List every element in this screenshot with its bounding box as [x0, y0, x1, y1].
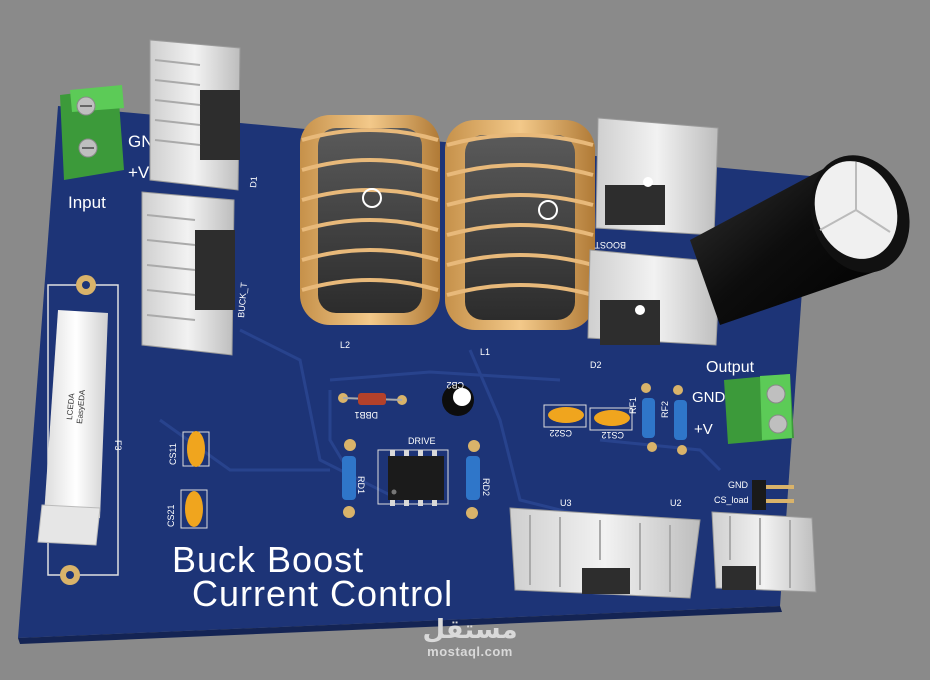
watermark-site: mostaql.com — [427, 644, 513, 659]
heatsink-boost — [595, 117, 719, 236]
u3-label: U3 — [560, 498, 572, 508]
output-terminal-block — [724, 374, 794, 444]
drive-label: DRIVE — [408, 436, 436, 446]
capacitor-cb2 — [442, 384, 474, 416]
resistor-rf1 — [641, 383, 657, 452]
heatsink-d2 — [587, 249, 721, 346]
u2-label: U2 — [670, 498, 682, 508]
d1-label: D1 — [248, 176, 259, 188]
rd2-label: RD2 — [481, 478, 491, 496]
heatsink-d1 — [149, 39, 241, 191]
rf2-label: RF2 — [660, 401, 670, 418]
output-vplus-label: +V — [694, 421, 713, 438]
cs-load-label: CS_load — [714, 495, 749, 505]
dbb1-label: DBB1 — [354, 410, 378, 420]
inductor-l1 — [445, 120, 595, 330]
capacitor-cs11 — [182, 431, 210, 467]
diode-dbb1 — [338, 393, 407, 405]
capacitor-cs22 — [543, 404, 587, 428]
heatsink-u2 — [711, 511, 817, 593]
drive-ic — [377, 449, 449, 506]
fuse-holder — [37, 275, 119, 585]
jumper-gnd-label: GND — [728, 480, 749, 490]
input-terminal-block — [60, 85, 124, 180]
board-title-line2: Current Control — [192, 573, 453, 614]
buck-t-label: BUCK_T — [236, 281, 249, 318]
l1-label: L1 — [480, 347, 490, 357]
boost-label: BOOST — [594, 240, 626, 250]
jumper-cs-load — [752, 480, 794, 510]
rf1-label: RF1 — [628, 397, 638, 414]
output-label: Output — [706, 359, 755, 376]
d2-label: D2 — [590, 360, 602, 370]
board-title-line1: Buck Boost — [172, 539, 364, 580]
output-gnd-label: GND — [692, 389, 726, 406]
l2-label: L2 — [340, 340, 350, 350]
f3-label: F3 — [113, 440, 123, 451]
cs12-label: CS12 — [601, 430, 624, 440]
cb2-label: CB2 — [446, 380, 464, 390]
watermark-arabic: مستقل — [422, 615, 518, 645]
resistor-rd1 — [342, 439, 356, 518]
cs22-label: CS22 — [549, 428, 572, 438]
heatsink-u3 — [509, 507, 701, 599]
capacitor-cs21 — [180, 489, 208, 529]
input-label: Input — [68, 193, 106, 212]
resistor-rd2 — [466, 440, 480, 519]
cs21-label: CS21 — [166, 504, 176, 527]
capacitor-cs12 — [589, 407, 633, 431]
resistor-rf2 — [673, 385, 687, 455]
rd1-label: RD1 — [356, 476, 366, 494]
input-vplus-label: +V — [128, 163, 150, 182]
inductor-l2 — [300, 115, 440, 325]
cs11-label: CS11 — [168, 443, 178, 465]
fuse-brand-1: LCEDA — [65, 392, 76, 420]
fuse-brand-2: EasyEDA — [75, 389, 87, 425]
pcb-board-edge — [18, 606, 782, 644]
electrolytic-capacitor — [690, 155, 910, 325]
heatsink-buck — [141, 191, 235, 356]
watermark: مستقل mostaql.com — [405, 616, 535, 659]
